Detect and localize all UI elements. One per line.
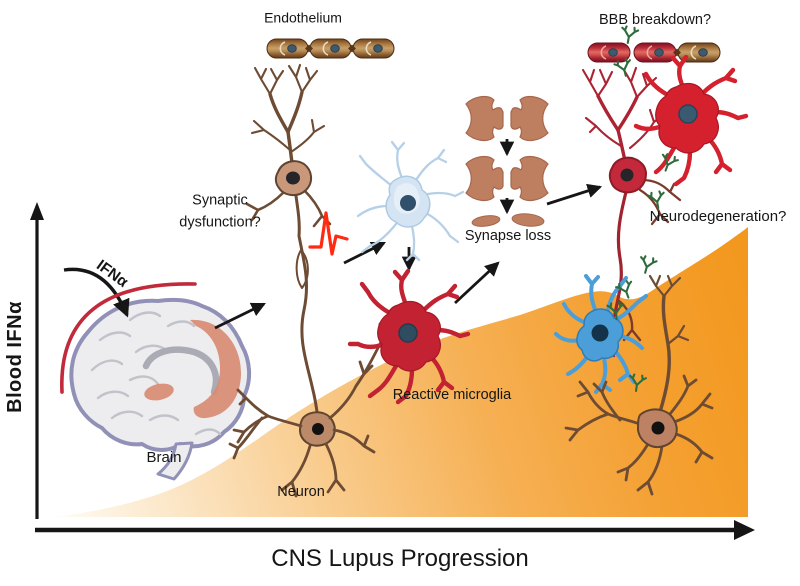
reactive-microglia-label: Reactive microglia	[392, 387, 512, 404]
arrow-to-synapse-loss	[454, 261, 500, 305]
synapse-loss-label: Synapse loss	[464, 228, 552, 245]
arrow-neuron-to-microglia	[343, 241, 386, 265]
progression-area	[55, 227, 748, 517]
x-axis-arrow	[35, 520, 755, 540]
neuron-nucleus	[620, 168, 634, 182]
brain-region-thalamus	[144, 383, 174, 401]
brain-illustration	[69, 297, 251, 481]
arrow-to-degeneration	[546, 183, 603, 206]
arrow-brain-to-neuron	[214, 302, 266, 330]
brain-label: Brain	[146, 448, 182, 466]
red-activated-microglia	[633, 54, 749, 187]
microglia-nucleus	[678, 104, 698, 124]
bbb-vessel-cells	[587, 42, 721, 63]
brainstem	[156, 441, 194, 481]
microglia-nucleus	[398, 323, 418, 343]
synaptic-dysfunction-label: Synaptic dysfunction?	[179, 192, 261, 230]
endothelium-label: Endothelium	[264, 9, 342, 26]
action-potential-spike	[308, 211, 349, 256]
microglia-nucleus	[591, 324, 609, 342]
x-axis-label: CNS Lupus Progression	[271, 545, 529, 572]
synapse-loss-sequence	[466, 97, 548, 227]
surviving-neuron	[564, 274, 714, 496]
neuron-label: Neuron	[277, 484, 325, 501]
y-axis-arrow	[30, 202, 44, 519]
bbb-breakdown-label: BBB breakdown?	[598, 12, 712, 29]
y-axis-label: Blood IFNα	[4, 301, 26, 413]
brain-region-occipital	[190, 319, 242, 419]
neuron-nucleus-2	[312, 423, 324, 435]
neurodegeneration-label: Neurodegeneration?	[649, 207, 787, 225]
neuron-nucleus	[651, 421, 665, 435]
endothelium-cells	[266, 38, 395, 59]
corpus-callosum	[142, 346, 220, 396]
axon	[613, 190, 628, 316]
ifn-red-arc	[60, 282, 197, 394]
resting-microglia	[356, 140, 465, 262]
ifn-alpha-arrow	[63, 267, 130, 318]
reactive-microglia-cell	[347, 268, 471, 405]
axon	[294, 194, 320, 422]
neuron-nucleus	[286, 171, 300, 185]
progression-arrows	[214, 139, 603, 330]
microglia-nucleus	[400, 195, 416, 211]
